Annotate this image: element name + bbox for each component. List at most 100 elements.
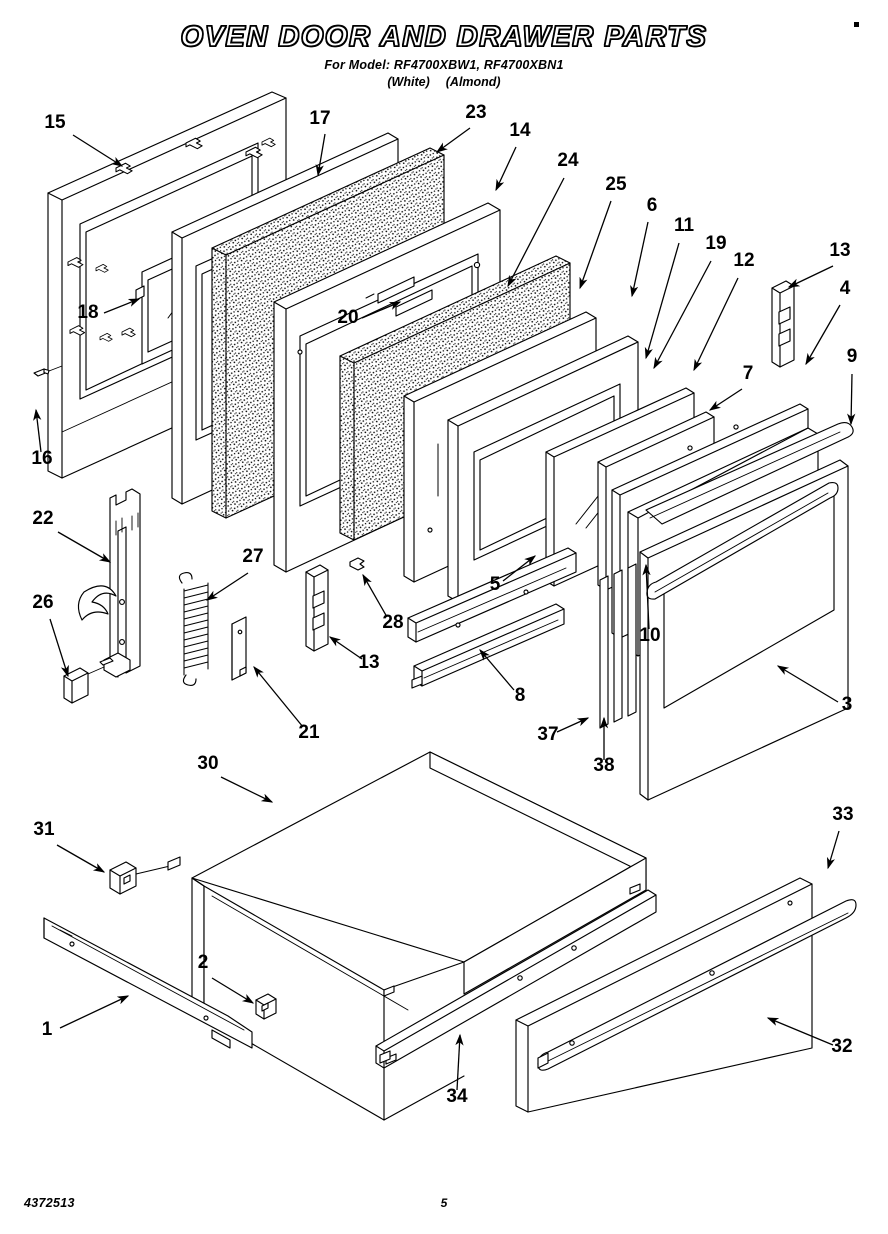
color-white-label: (White) (387, 75, 430, 90)
color-line: (White)(Almond) (0, 75, 888, 91)
callout-38: 38 (593, 716, 615, 776)
part-screw-16 (33, 365, 63, 377)
callout-8: 8 (479, 649, 526, 706)
callout-leader (220, 776, 274, 803)
callout-number: 34 (446, 1086, 468, 1107)
model-line: For Model: RF4700XBW1, RF4700XBN1 (324, 58, 564, 73)
part-handle-rail-9 (645, 421, 854, 525)
callout-leader (708, 388, 743, 411)
callout-33: 33 (826, 804, 854, 870)
callout-number: 4 (840, 278, 851, 299)
callout-21: 21 (253, 665, 320, 743)
callout-number: 7 (743, 363, 754, 384)
callout-number: 13 (358, 652, 379, 673)
part-door-latch-20 (365, 276, 433, 317)
callout-25: 25 (579, 174, 627, 290)
callout-leader (72, 134, 124, 167)
callout-26: 26 (32, 592, 69, 678)
callout-number: 17 (309, 108, 330, 129)
callout-number: 27 (242, 546, 263, 567)
callout-leader (776, 665, 839, 703)
callout-14: 14 (495, 120, 531, 192)
part-glide-rail-1 (43, 917, 253, 1049)
callout-leader (693, 277, 739, 372)
callout-10: 10 (639, 563, 661, 646)
callout-number: 11 (674, 215, 695, 236)
callout-leader (826, 830, 840, 870)
registration-mark (854, 22, 859, 27)
callout-2: 2 (198, 952, 255, 1004)
callout-number: 1 (42, 1019, 53, 1040)
callout-number: 5 (490, 574, 501, 595)
callout-leader (653, 260, 712, 370)
callout-30: 30 (197, 753, 274, 803)
callout-number: 24 (557, 150, 579, 171)
part-drawer-front-32 (515, 877, 857, 1113)
part-drawer-rail-34 (379, 1050, 391, 1064)
callout-leader (479, 649, 515, 691)
callout-leader (57, 531, 112, 563)
callout-number: 33 (832, 804, 853, 825)
callout-leader (455, 1033, 464, 1091)
callout-leader (495, 146, 517, 192)
part-drawer-stop-31 (109, 856, 181, 895)
part-bracket-5 (407, 547, 577, 643)
callout-number: 15 (44, 112, 66, 133)
callout-number: 19 (705, 233, 726, 254)
callout-18: 18 (77, 298, 141, 323)
callout-number: 16 (31, 448, 52, 469)
callout-leader (579, 200, 612, 290)
callout-13: 13 (787, 240, 851, 288)
callout-12: 12 (693, 250, 755, 372)
callout-leader (787, 265, 834, 288)
callout-leader (33, 408, 42, 453)
callout-6: 6 (630, 195, 658, 298)
callout-23: 23 (435, 102, 487, 153)
part-drawer-handle-33 (537, 899, 857, 1071)
callout-number: 25 (605, 174, 627, 195)
callout-28: 28 (362, 573, 404, 633)
callout-1: 1 (42, 995, 130, 1040)
callout-leader (253, 665, 304, 728)
page-header: OVEN DOOR AND DRAWER PARTS For Model: RF… (0, 21, 888, 91)
callout-19: 19 (653, 233, 727, 370)
footer-part-number: 4372513 (24, 1196, 75, 1210)
callout-37: 37 (537, 717, 590, 745)
callout-number: 12 (733, 250, 754, 271)
callout-leader (630, 221, 649, 298)
callout-number: 13 (829, 240, 850, 261)
callout-24: 24 (507, 150, 579, 288)
callout-32: 32 (766, 1017, 853, 1057)
callout-number: 21 (298, 722, 320, 743)
callout-9: 9 (847, 346, 857, 426)
callout-leader (211, 977, 255, 1004)
callout-leader (59, 995, 130, 1029)
callout-number: 20 (337, 307, 358, 328)
callout-leader (315, 133, 326, 177)
callout-number: 6 (647, 195, 658, 216)
callout-leader (556, 717, 590, 733)
callout-leader (766, 1017, 834, 1046)
callout-number: 22 (32, 508, 53, 529)
callout-4: 4 (805, 278, 851, 366)
callout-number: 18 (77, 302, 98, 323)
callout-34: 34 (446, 1033, 468, 1107)
part-hinge-bracket-22 (103, 488, 141, 678)
callout-7: 7 (708, 363, 754, 411)
part-clip-28 (349, 557, 365, 571)
part-door-spring-27 (178, 572, 209, 686)
callout-number: 31 (33, 819, 55, 840)
part-bracket-13-right (771, 280, 795, 368)
callout-leader (49, 618, 69, 678)
callout-leader (361, 301, 402, 319)
callout-20: 20 (337, 301, 402, 328)
callout-number: 37 (537, 724, 558, 745)
callout-leader (502, 555, 537, 582)
callout-number: 26 (32, 592, 53, 613)
callout-17: 17 (309, 108, 331, 177)
callout-number: 8 (515, 685, 526, 706)
part-hinge-hook (77, 585, 117, 621)
callout-leader (507, 177, 565, 288)
